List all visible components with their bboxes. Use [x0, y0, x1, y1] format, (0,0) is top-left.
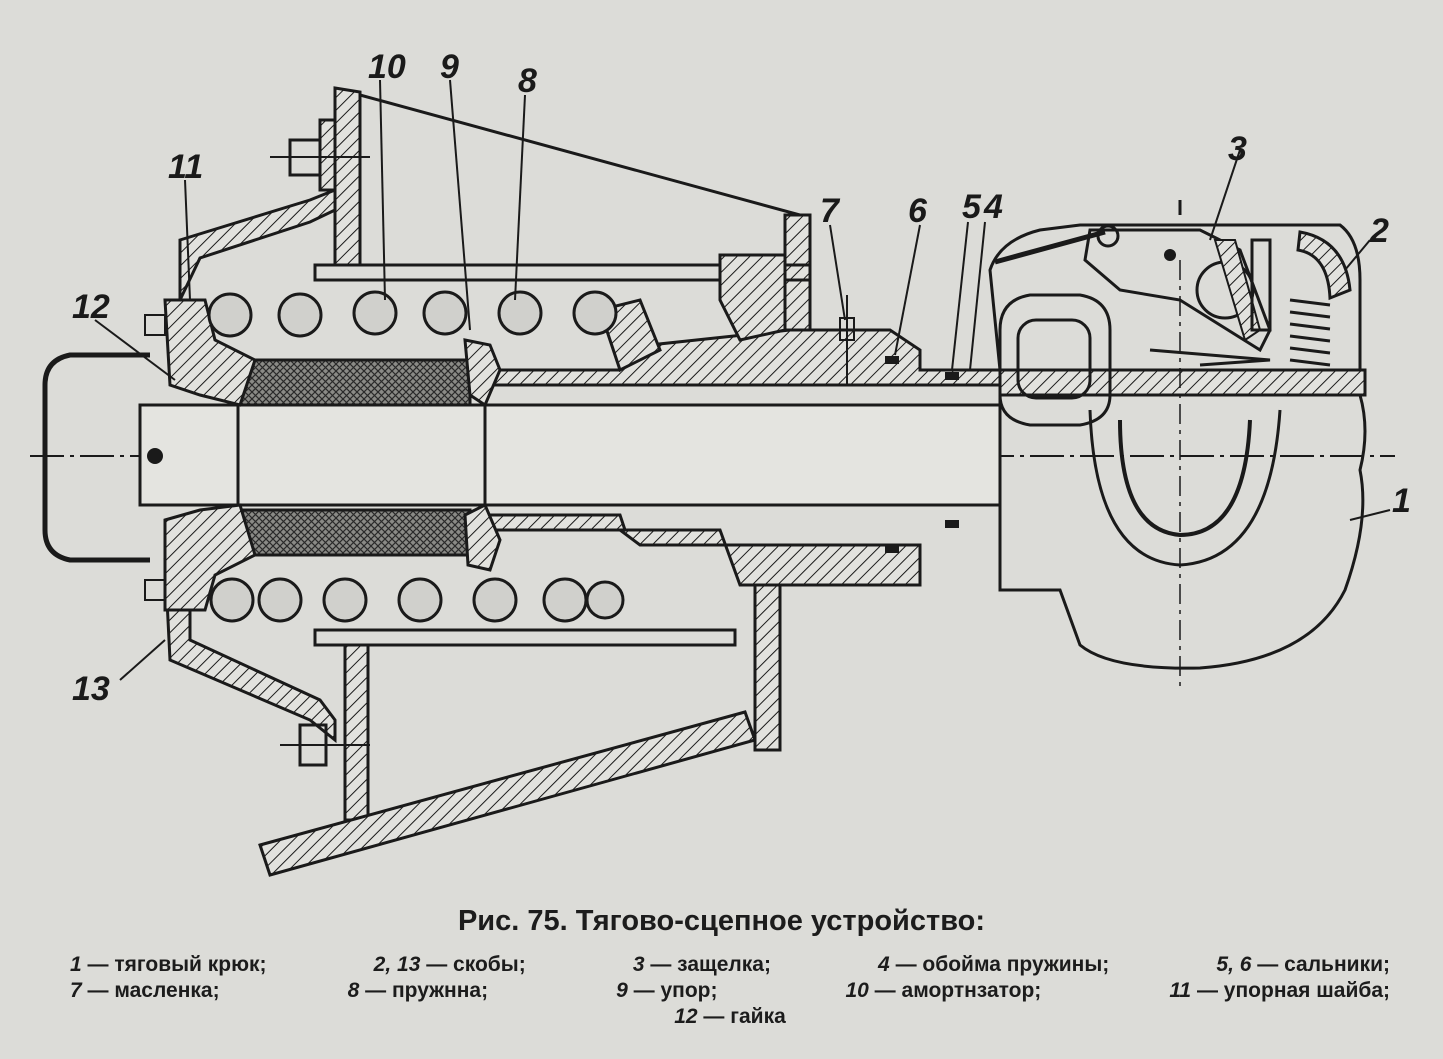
legend-entry: 1 — тяговый крюк; — [70, 953, 267, 976]
callout-3: 3 — [1228, 130, 1247, 168]
leader-lines — [94, 79, 1391, 681]
legend-row-1: 1 — тяговый крюк; 2, 13 — скобы; 3 — защ… — [70, 952, 1390, 978]
legend-entry: 3 — защелка; — [632, 953, 771, 976]
legend-row-3: 12 — гайка — [70, 1004, 1390, 1030]
callout-8: 8 — [518, 62, 537, 100]
housing-lower — [163, 528, 922, 877]
legend-entry: 11 — упорная шайба; — [1169, 979, 1390, 1002]
hook-head — [988, 223, 1367, 690]
callout-10: 10 — [368, 48, 406, 86]
coil-spring — [207, 290, 625, 623]
legend-entry: 7 — масленка; — [70, 979, 220, 1002]
seals — [885, 356, 959, 553]
coupling-device-drawing: 10 9 8 11 12 13 7 6 5 4 3 2 1 — [30, 48, 1411, 877]
callout-6: 6 — [908, 192, 928, 230]
legend-entry: 8 — пружнна; — [347, 979, 489, 1002]
legend-entry: 5, 6 — сальники; — [1216, 953, 1390, 976]
callout-11: 11 — [168, 148, 203, 186]
stop-washer-nut — [144, 298, 502, 612]
end-cap — [42, 352, 150, 563]
callout-13: 13 — [72, 670, 110, 708]
grease-fitting — [839, 295, 855, 385]
legend-entry: 2, 13 — скобы; — [373, 953, 526, 976]
callout-labels: 10 9 8 11 12 13 7 6 5 4 3 2 1 — [72, 48, 1411, 708]
callout-12: 12 — [72, 288, 110, 326]
bracket-and-spring — [1289, 230, 1352, 367]
callout-5: 5 — [962, 188, 982, 226]
hook-shaft — [138, 385, 1002, 520]
callout-1: 1 — [1392, 482, 1411, 520]
latch — [994, 200, 1272, 367]
legend-entry: 4 — обойма пружины; — [878, 953, 1110, 976]
callout-4: 4 — [983, 188, 1003, 226]
legend-row-2: 7 — масленка; 8 — пружнна; 9 — упор; 10 … — [70, 978, 1390, 1004]
callout-2: 2 — [1369, 212, 1389, 250]
legend-entry: 10 — амортнзатор; — [845, 979, 1042, 1002]
callout-7: 7 — [820, 192, 841, 230]
figure-caption: Рис. 75. Тягово-сцепное устройство: — [457, 905, 986, 937]
figure-legend: 1 — тяговый крюк; 2, 13 — скобы; 3 — защ… — [70, 952, 1390, 1030]
legend-entry: 12 — гайка — [674, 1005, 786, 1028]
legend-entry: 9 — упор; — [616, 979, 718, 1002]
callout-9: 9 — [440, 48, 459, 86]
housing-upper — [178, 86, 812, 332]
